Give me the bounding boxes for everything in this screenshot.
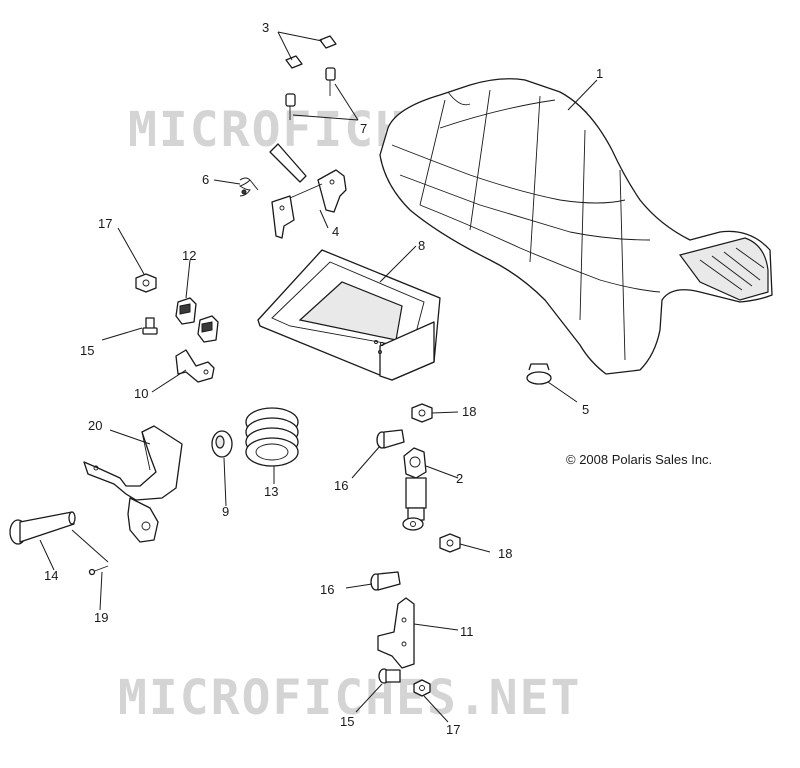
bolt-part[interactable] <box>376 429 405 449</box>
callout-15-left: 15 <box>80 343 94 358</box>
callout-11: 11 <box>460 624 474 639</box>
callout-10: 10 <box>134 386 148 401</box>
spacer-part[interactable] <box>211 430 233 458</box>
bolt-part[interactable] <box>142 317 158 335</box>
callout-1: 1 <box>596 66 603 81</box>
callout-5: 5 <box>582 402 589 417</box>
nut-part[interactable] <box>135 273 157 293</box>
storage-tray-part[interactable] <box>257 249 441 381</box>
callout-13: 13 <box>264 484 278 499</box>
callout-8: 8 <box>418 238 425 253</box>
watermark-bottom: MICROFICHES.NET <box>118 670 581 726</box>
callout-12: 12 <box>182 248 196 263</box>
bumper-part[interactable] <box>526 363 552 385</box>
callout-14: 14 <box>44 568 58 583</box>
seat-bracket-part[interactable] <box>83 425 183 543</box>
lower-bracket-part[interactable] <box>377 597 415 669</box>
leader-lines <box>39 31 598 723</box>
callout-3: 3 <box>262 20 269 35</box>
cotter-pin-part[interactable] <box>88 565 109 576</box>
latch-spring-part[interactable] <box>238 177 259 197</box>
pin-part[interactable] <box>285 67 336 120</box>
nut-part[interactable] <box>411 403 433 423</box>
callout-15-bottom: 15 <box>340 714 354 729</box>
callout-labels: 1 3 7 6 4 8 17 12 15 10 5 20 9 13 18 16 … <box>44 20 603 737</box>
nut-part[interactable] <box>413 679 431 697</box>
nut-part[interactable] <box>439 533 461 553</box>
callout-18-upper: 18 <box>462 404 476 419</box>
seat-part[interactable] <box>379 78 773 375</box>
callout-9: 9 <box>222 504 229 519</box>
bolt-part[interactable] <box>370 571 401 591</box>
coil-spring-part[interactable] <box>245 407 299 467</box>
callout-17-bottom: 17 <box>446 722 460 737</box>
callout-17-top: 17 <box>98 216 112 231</box>
pivot-pin-part[interactable] <box>9 511 76 545</box>
callout-19: 19 <box>94 610 108 625</box>
callout-20: 20 <box>88 418 102 433</box>
callout-18-lower: 18 <box>498 546 512 561</box>
copyright-notice: © 2008 Polaris Sales Inc. <box>566 452 712 467</box>
grommet-part[interactable] <box>175 297 219 343</box>
callout-16-upper: 16 <box>334 478 348 493</box>
callout-6: 6 <box>202 172 209 187</box>
bolt-part[interactable] <box>378 668 401 684</box>
mount-bracket-part[interactable] <box>175 349 215 383</box>
clip-part[interactable] <box>285 35 337 69</box>
latch-bracket-part[interactable] <box>269 143 347 239</box>
callout-2: 2 <box>456 471 463 486</box>
callout-7: 7 <box>360 121 367 136</box>
callout-16-lower: 16 <box>320 582 334 597</box>
shock-absorber-part[interactable] <box>402 447 427 531</box>
callout-4: 4 <box>332 224 339 239</box>
